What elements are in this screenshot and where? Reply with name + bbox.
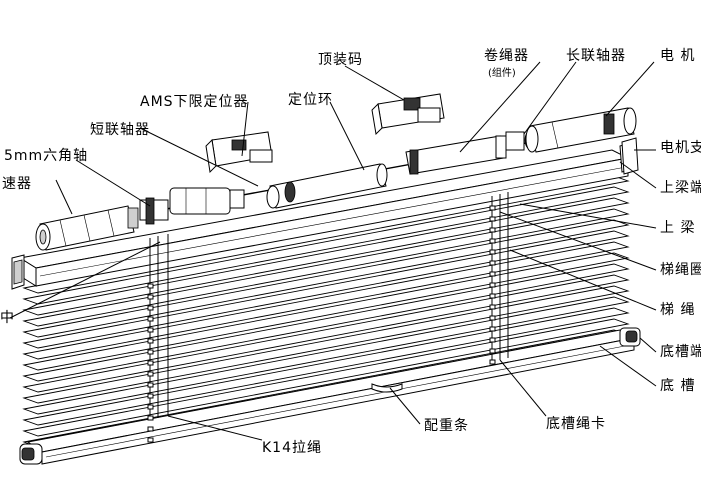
slat [22, 318, 630, 437]
slat [22, 274, 630, 393]
ladder-clip [489, 216, 496, 222]
ladder-clip [489, 260, 496, 266]
ladder-clip [147, 327, 154, 333]
ladder-clip [147, 437, 154, 443]
ams-limiter [266, 163, 388, 209]
label-positioning-ring: 定位环 [288, 92, 333, 108]
short-coupling [139, 187, 245, 225]
slat [22, 230, 630, 349]
ladder-clip [489, 205, 496, 211]
reducer [35, 205, 139, 251]
ladder-clip [489, 315, 496, 321]
label-short-shaft: 短联轴器 [90, 122, 150, 138]
label-left-cut: 中 [0, 310, 15, 326]
ladder-clip [147, 338, 154, 344]
bottom-rail-end-cap-left [19, 443, 43, 465]
weight-bar-notch [371, 383, 403, 393]
label-top-rail: 上 梁 [660, 220, 695, 236]
ladder-rungs [147, 205, 496, 443]
slat [22, 219, 630, 338]
slat [22, 263, 630, 382]
bottom-rail-end-cap-right [619, 327, 641, 347]
label-top-bracket: 顶装码 [318, 52, 363, 68]
label-ladder-cord-ring: 梯绳圈 [660, 262, 701, 278]
label-ladder-cord: 梯 绳 [660, 302, 695, 318]
labels: 顶装码 卷绳器 (组件) 长联轴器 电 机 AMS下限定位器 定位环 短联轴器 … [0, 48, 701, 456]
label-long-shaft: 长联轴器 [566, 48, 626, 64]
ladder-clip [489, 359, 496, 365]
ladder-clip [147, 404, 154, 410]
ladder-clip [489, 326, 496, 332]
ladder-clip [489, 348, 496, 354]
top-bracket [371, 93, 445, 136]
ladder-clip [147, 371, 154, 377]
ladder-clip [147, 294, 154, 300]
ladder-clip [147, 305, 154, 311]
label-lift-cord: K14拉绳 [262, 440, 322, 456]
cord-winder [405, 135, 507, 175]
top-rail-end-cap-left [11, 254, 25, 290]
ladder-clip [489, 282, 496, 288]
slat [22, 252, 630, 371]
ladder-cords [149, 192, 509, 420]
ladder-clip [489, 293, 496, 299]
label-reducer: 速器 [2, 176, 32, 192]
ladder-clip [489, 238, 496, 244]
label-hex-shaft: 5mm六角轴 [4, 148, 88, 164]
ladder-clip [489, 227, 496, 233]
slat [22, 208, 630, 327]
ladder-clip [489, 271, 496, 277]
label-motor-support: 电机支 [660, 140, 701, 156]
label-ams-limiter: AMS下限定位器 [140, 94, 249, 110]
ladder-clip [147, 415, 154, 421]
slat [22, 186, 630, 305]
label-top-rail-end: 上梁端 [660, 180, 701, 196]
ladder-clip [147, 283, 154, 289]
ladder-clip [147, 360, 154, 366]
label-cord-winder-note: (组件) [488, 66, 516, 79]
label-motor: 电 机 [660, 48, 695, 64]
ladder-clip [489, 249, 496, 255]
slat [22, 307, 630, 426]
ladder-clip [147, 393, 154, 399]
ladder-clip [147, 349, 154, 355]
motor [525, 107, 637, 153]
ams-limiter-bracket [205, 131, 273, 174]
label-bottom-cord-clip: 底槽绳卡 [546, 416, 606, 432]
ladder-clip [147, 382, 154, 388]
slat [22, 296, 630, 415]
leader-lines [9, 61, 657, 441]
label-bottom-rail: 底 槽 [660, 378, 695, 394]
ladder-clip [489, 304, 496, 310]
ladder-clip [489, 337, 496, 343]
ladder-clip [147, 316, 154, 322]
slat [22, 285, 630, 404]
motor-support [621, 137, 639, 175]
label-weight-bar: 配重条 [424, 417, 469, 434]
label-cord-winder: 卷绳器 [484, 48, 529, 64]
slat [22, 241, 630, 360]
label-bottom-rail-end: 底槽端 [660, 344, 701, 360]
slat [22, 197, 630, 316]
ladder-clip [147, 426, 154, 432]
